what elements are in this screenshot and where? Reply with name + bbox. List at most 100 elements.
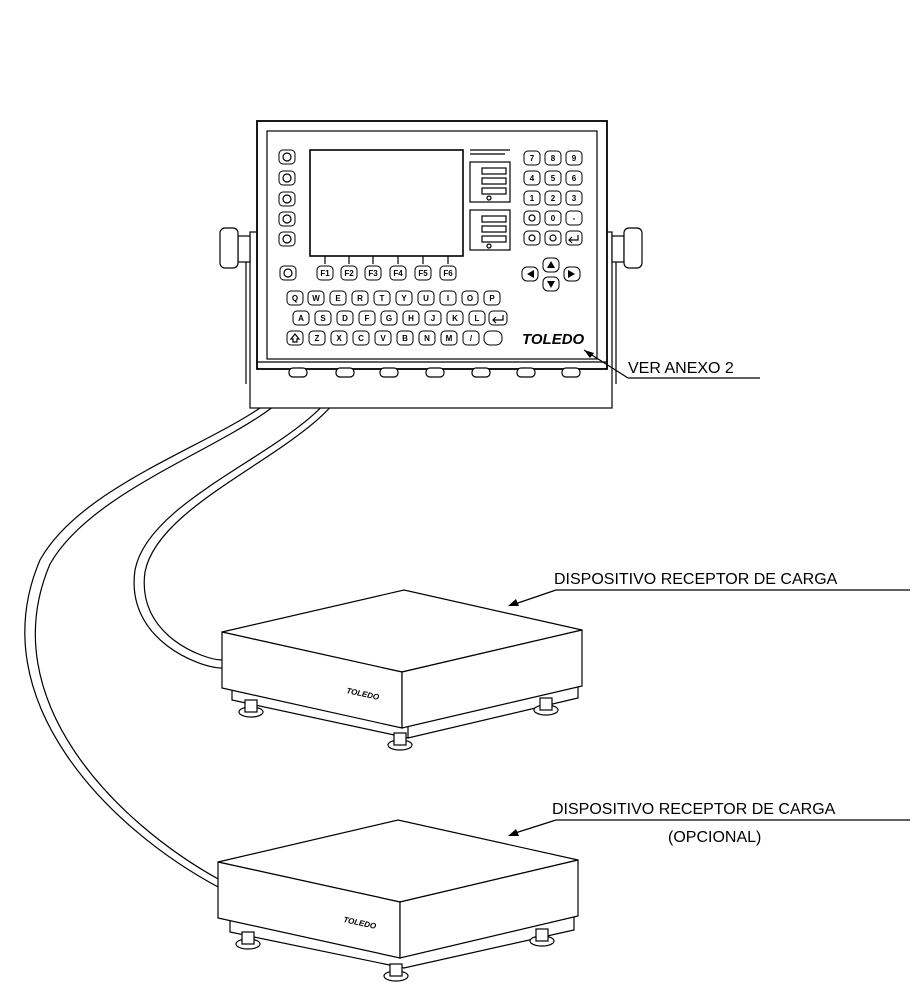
key-c[interactable]: C <box>352 330 370 346</box>
softkey-f3-label: F3 <box>368 269 378 278</box>
enter-icon <box>492 315 504 324</box>
key-n[interactable]: N <box>418 330 436 346</box>
num-key-0[interactable]: 0 <box>544 210 562 226</box>
num-key-3-label: 3 <box>572 194 577 203</box>
key-slash-label: / <box>470 334 473 343</box>
softkey-f6[interactable]: F6 <box>439 265 457 281</box>
softkey-f4-label: F4 <box>393 269 403 278</box>
platform-upper: TOLEDO <box>221 589 583 751</box>
key-t[interactable]: T <box>373 290 391 306</box>
num-key-6[interactable]: 6 <box>565 170 583 186</box>
shift-lock-key[interactable] <box>286 330 304 346</box>
num-key-4-label: 4 <box>530 174 535 183</box>
key-s[interactable]: S <box>314 310 332 326</box>
key-f[interactable]: F <box>358 310 376 326</box>
softkey-f2-label: F2 <box>344 269 354 278</box>
key-b[interactable]: B <box>396 330 414 346</box>
key-d[interactable]: D <box>336 310 354 326</box>
callout-indicator-label: VER ANEXO 2 <box>628 360 734 377</box>
arrow-down-key[interactable] <box>542 276 560 292</box>
power-key[interactable] <box>279 265 297 281</box>
key-v[interactable]: V <box>374 330 392 346</box>
key-m-label: M <box>446 334 453 343</box>
arrow-left-key[interactable] <box>521 266 539 282</box>
softkey-f2[interactable]: F2 <box>340 265 358 281</box>
qwerty-keyboard: Q W E R T Y U I O P A S D F G H J K L Z … <box>286 290 508 346</box>
callout-platform-upper: DISPOSITIVO RECEPTOR DE CARGA <box>508 571 910 606</box>
arrow-up-icon <box>547 261 555 268</box>
right-bolt <box>611 235 625 263</box>
num-key-8-label: 8 <box>551 154 556 163</box>
key-x[interactable]: X <box>330 330 348 346</box>
key-q[interactable]: Q <box>286 290 304 306</box>
softkey-f5[interactable]: F5 <box>414 265 432 281</box>
num-key-3[interactable]: 3 <box>565 190 583 206</box>
tare-icon-key[interactable] <box>278 211 296 227</box>
shift-key[interactable] <box>544 230 562 246</box>
arrow-left-icon <box>527 270 534 278</box>
zero-icon-key[interactable] <box>278 231 296 247</box>
num-key-7[interactable]: 7 <box>523 150 541 166</box>
key-y[interactable]: Y <box>395 290 413 306</box>
space-key[interactable] <box>483 330 503 346</box>
key-y-label: Y <box>401 294 407 303</box>
left-bolt <box>237 235 251 263</box>
key-u-label: U <box>423 294 429 303</box>
key-c-label: C <box>358 334 364 343</box>
num-key-9-label: 9 <box>572 154 577 163</box>
key-u[interactable]: U <box>417 290 435 306</box>
power-icon <box>283 268 293 278</box>
left-function-column <box>278 149 296 247</box>
softkey-f3[interactable]: F3 <box>364 265 382 281</box>
left-knob <box>219 227 239 269</box>
arrow-right-key[interactable] <box>563 266 581 282</box>
right-knob <box>623 227 643 269</box>
scale-icon-key[interactable] <box>278 149 296 165</box>
minus-key[interactable]: - <box>565 210 583 226</box>
transfer-icon-key[interactable] <box>278 170 296 186</box>
enter-key-numeric[interactable] <box>565 230 583 246</box>
num-key-1[interactable]: 1 <box>523 190 541 206</box>
num-key-2-label: 2 <box>551 194 556 203</box>
key-k[interactable]: K <box>446 310 464 326</box>
key-e-label: E <box>335 294 341 303</box>
key-a[interactable]: A <box>292 310 310 326</box>
key-p[interactable]: P <box>483 290 501 306</box>
num-key-1-label: 1 <box>530 194 535 203</box>
callout-platform-upper-label: DISPOSITIVO RECEPTOR DE CARGA <box>554 571 838 588</box>
num-key-5-label: 5 <box>551 174 556 183</box>
key-z[interactable]: Z <box>308 330 326 346</box>
key-m[interactable]: M <box>440 330 458 346</box>
num-key-8[interactable]: 8 <box>544 150 562 166</box>
num-key-9[interactable]: 9 <box>565 150 583 166</box>
num-key-2[interactable]: 2 <box>544 190 562 206</box>
enter-key[interactable] <box>488 310 508 326</box>
key-slash[interactable]: / <box>462 330 480 346</box>
softkey-f1-label: F1 <box>320 269 330 278</box>
shift-icon <box>289 333 301 343</box>
key-j[interactable]: J <box>424 310 442 326</box>
clear-icon-key[interactable] <box>278 191 296 207</box>
key-d-label: D <box>342 314 348 323</box>
key-g[interactable]: G <box>380 310 398 326</box>
key-w-label: W <box>312 294 320 303</box>
softkey-f1[interactable]: F1 <box>316 265 334 281</box>
key-h[interactable]: H <box>402 310 420 326</box>
num-key-0-label: 0 <box>551 214 556 223</box>
num-key-5[interactable]: 5 <box>544 170 562 186</box>
key-w[interactable]: W <box>307 290 325 306</box>
key-r[interactable]: R <box>351 290 369 306</box>
key-o[interactable]: O <box>461 290 479 306</box>
key-e[interactable]: E <box>329 290 347 306</box>
arrow-up-key[interactable] <box>542 257 560 273</box>
alt-key[interactable] <box>523 230 541 246</box>
key-l[interactable]: L <box>468 310 486 326</box>
key-k-label: K <box>452 314 458 323</box>
num-key-4[interactable]: 4 <box>523 170 541 186</box>
arrow-keys <box>521 257 581 292</box>
key-z-label: Z <box>315 334 320 343</box>
key-i[interactable]: I <box>439 290 457 306</box>
decimal-key[interactable] <box>523 210 541 226</box>
softkey-f4[interactable]: F4 <box>389 265 407 281</box>
